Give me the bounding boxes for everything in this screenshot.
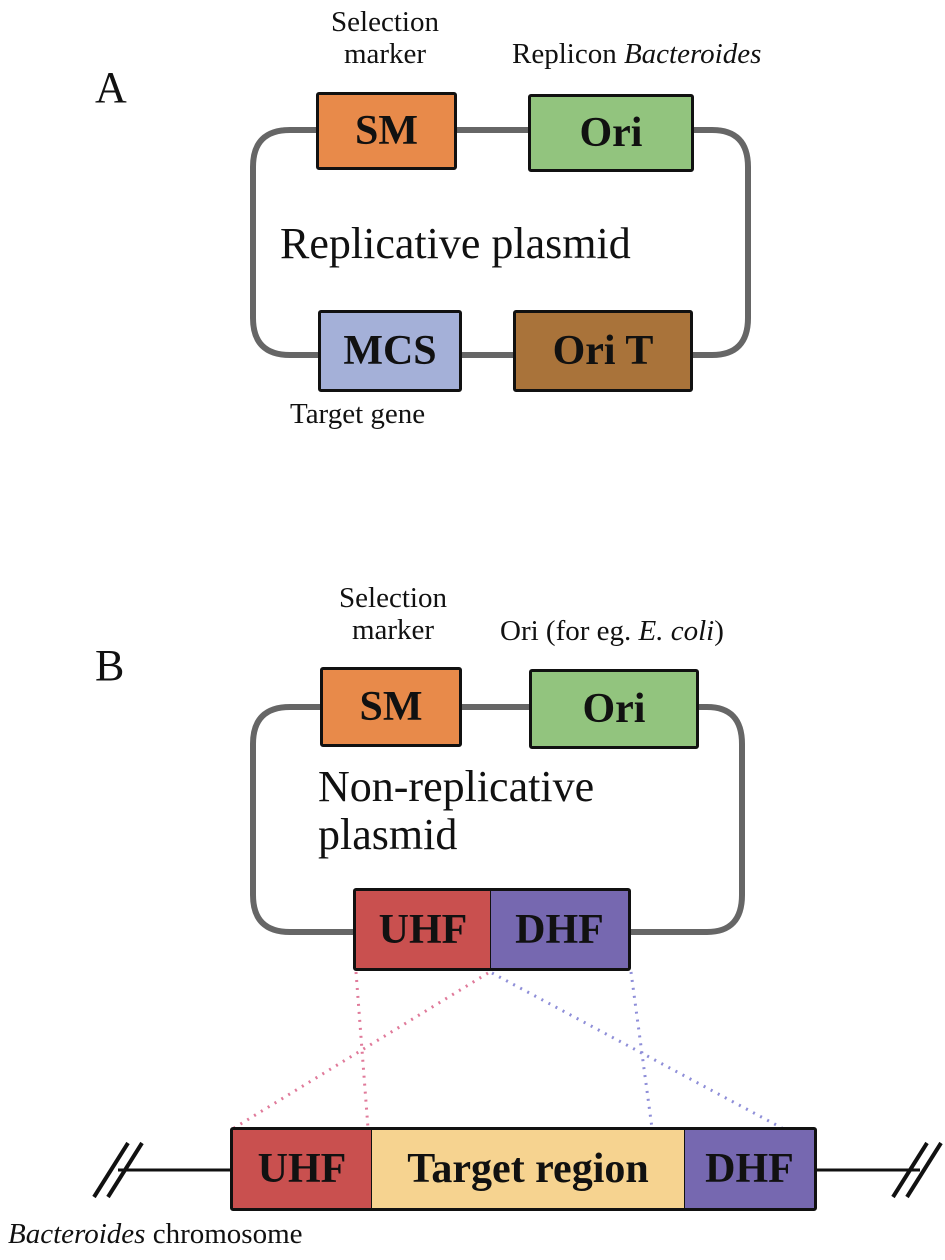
plasmid-b-backbone <box>250 704 745 935</box>
chromosome-caption: Bacteroides chromosome <box>8 1218 303 1250</box>
mcs-caption-a: Target gene <box>290 398 426 430</box>
ori-caption-b-organism: E. coli <box>638 615 715 647</box>
dhf-box-chromosome: DHF <box>684 1127 817 1211</box>
sm-caption-b-line2: marker <box>351 614 435 646</box>
sm-caption-a-line2: marker <box>343 38 427 70</box>
break-mark-left-icon <box>92 1141 144 1199</box>
break-mark-right-icon <box>891 1141 943 1199</box>
sm-box-b: SM <box>320 667 462 747</box>
uhf-box-chromosome: UHF <box>230 1127 372 1211</box>
ori-caption-b: Ori (for eg. E. coli) <box>500 615 724 647</box>
ori-box-b: Ori <box>529 669 699 749</box>
panel-b-label: B <box>95 641 125 690</box>
sm-box-a: SM <box>316 92 457 170</box>
ori-caption-b-end: ) <box>714 615 724 647</box>
sm-caption-a-line1: Selection <box>331 6 439 38</box>
sm-caption-b: Selection marker <box>308 582 478 646</box>
ori-caption-a-organism: Bacteroides <box>623 38 762 70</box>
dhf-mapping-lines <box>491 971 783 1130</box>
ori-box-a: Ori <box>528 94 694 172</box>
sm-caption-a: Selection marker <box>300 6 470 70</box>
plasmid-b-title-line2: plasmid <box>318 810 458 859</box>
uhf-mapping-lines <box>233 971 489 1130</box>
plasmid-b-title-line1: Non-replicative <box>318 762 595 811</box>
panel-a-label: A <box>95 63 127 112</box>
orit-box-a: Ori T <box>513 310 693 392</box>
uhf-box-plasmid: UHF <box>353 888 491 971</box>
plasmid-a-title: Replicative plasmid <box>280 219 631 268</box>
chromosome-caption-text: chromosome <box>145 1218 303 1250</box>
plasmid-a-backbone <box>250 127 751 358</box>
ori-caption-b-text: Ori (for eg. <box>500 615 639 647</box>
sm-caption-b-line1: Selection <box>339 582 447 614</box>
ori-caption-a: Replicon Bacteroides <box>512 38 761 70</box>
mcs-box-a: MCS <box>318 310 462 392</box>
dhf-box-plasmid: DHF <box>490 888 631 971</box>
target-region-box: Target region <box>371 1127 685 1211</box>
ori-caption-a-text: Replicon <box>512 38 624 70</box>
chromosome-caption-organism: Bacteroides <box>8 1218 146 1250</box>
plasmid-b-title: Non-replicative plasmid <box>318 763 594 859</box>
